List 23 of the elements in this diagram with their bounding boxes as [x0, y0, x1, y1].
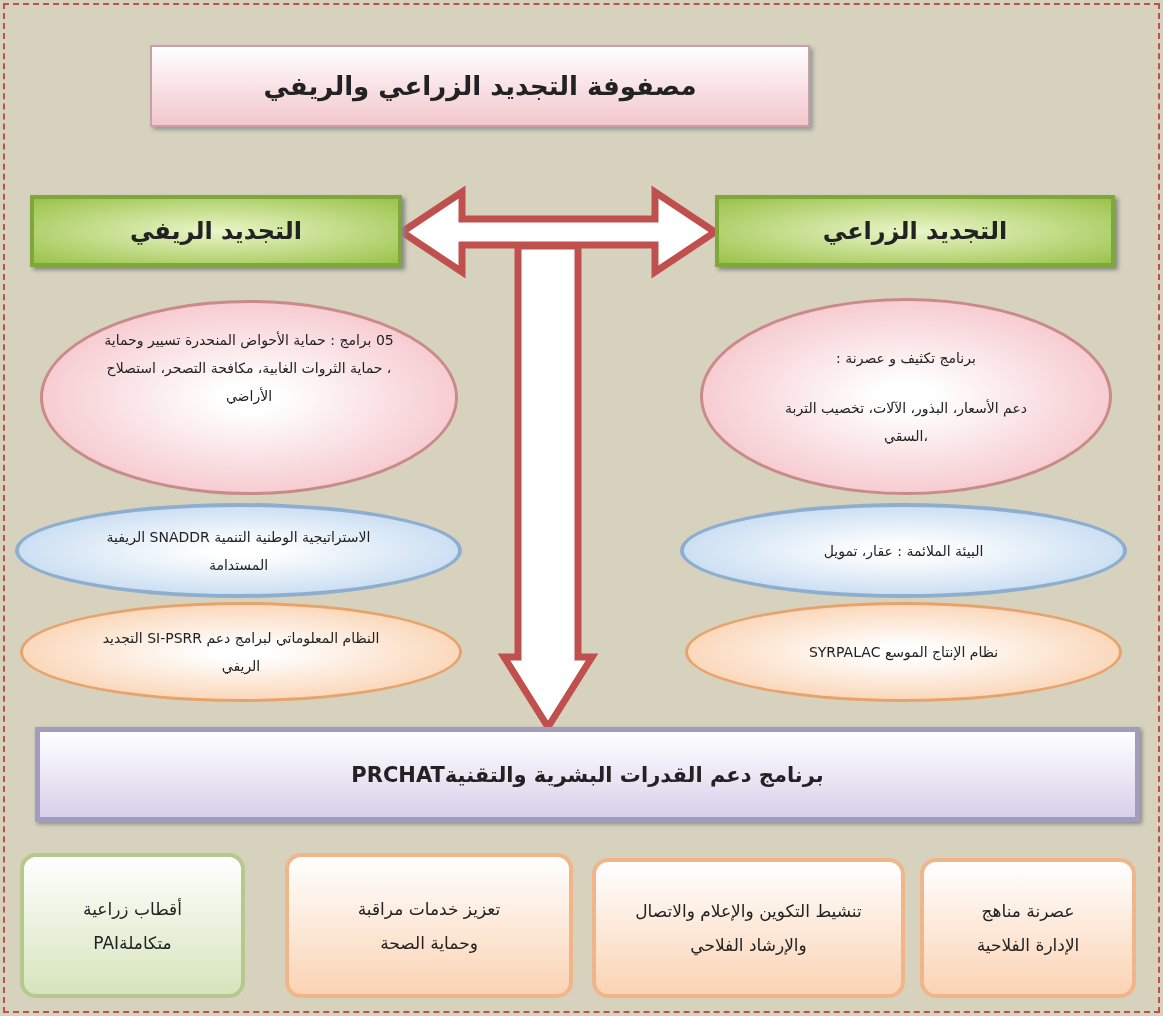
- node-text: برنامج تكثيف و عصرنة :: [836, 348, 976, 369]
- node-text: 05 برامج : حماية الأحواض المنحدرة تسيير وحماية ، حماية الثروات الغابية، مكافحة التصحر، استصلاح الأراضي: [104, 330, 394, 407]
- node-text: مصفوفة التجديد الزراعي والريفي: [263, 70, 697, 104]
- node-text: التجديد الريفي: [129, 216, 303, 247]
- node-text: التجديد الزراعي: [822, 216, 1008, 247]
- title-box: [150, 45, 810, 127]
- action-box: [920, 858, 1136, 998]
- heading-box: [715, 195, 1115, 267]
- node-text: البيئة الملائمة : عقار، تمويل: [823, 541, 984, 562]
- program-bar: [35, 727, 1140, 822]
- node-text: النظام المعلوماتي لبرامج دعم SI-PSRR التجديد الريفي: [101, 629, 381, 677]
- action-box: [20, 853, 245, 998]
- node-text: دعم الأسعار، البذور، الآلات، تخصيب التربة ،السقي: [784, 398, 1028, 446]
- node-text: نظام الإنتاج الموسع SYRPALAC: [808, 643, 999, 663]
- node-text: تعزيز خدمات مراقبة وحماية الصحة: [356, 897, 502, 955]
- node-text: برنامج دعم القدرات البشرية والتقنيةPRCHAT: [351, 761, 824, 789]
- action-box: [285, 853, 573, 998]
- action-box: [592, 858, 905, 998]
- node-text: الاستراتيجية الوطنية التنمية SNADDR الريفية المستدامة: [105, 527, 372, 575]
- node-text: أقطاب زراعية متكاملةPAI: [82, 897, 183, 955]
- heading-box: [30, 195, 402, 267]
- node-text: عصرنة مناهج الإدارة الفلاحية: [975, 900, 1081, 957]
- node-text: تنشيط التكوين والإعلام والاتصال والإرشاد الفلاحي: [634, 900, 863, 958]
